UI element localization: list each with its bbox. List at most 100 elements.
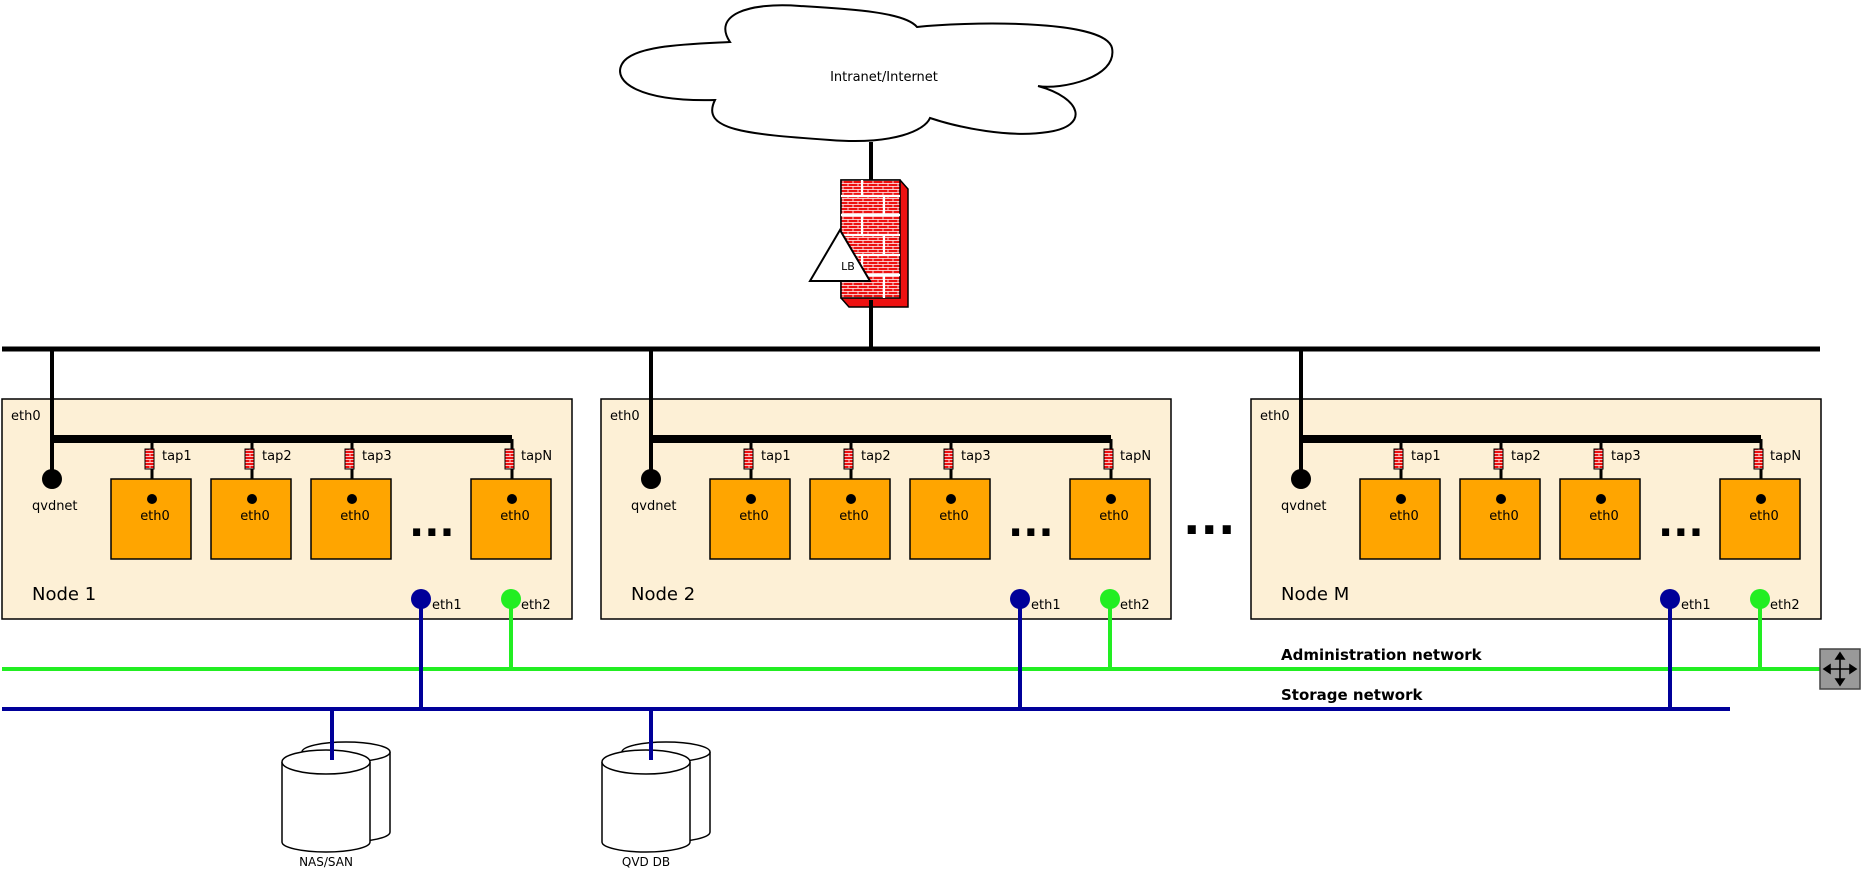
vm-1: tap1 eth0 (110, 439, 192, 560)
vm-n: tapN eth0 (470, 439, 552, 560)
node-1: eth0 qvdnet tap1 eth0 tap2 eth0 tap3 (1, 349, 573, 709)
storage-label: NAS/SAN (299, 855, 353, 869)
vm-box (210, 478, 292, 560)
eth2-port-icon (1100, 589, 1120, 609)
vm-iface-label: eth0 (340, 509, 370, 524)
vm-box (110, 478, 192, 560)
vm-box (709, 478, 791, 560)
triangle-lb-icon: LB (808, 228, 872, 282)
brick-tap-icon (743, 448, 754, 470)
eth2-label: eth2 (1770, 598, 1800, 613)
admin-network-label: Administration network (1281, 646, 1483, 664)
brick-tap-icon (244, 448, 255, 470)
brick-tap-icon (504, 448, 515, 470)
vm-1: tap1 eth0 (1359, 439, 1441, 560)
node-m: eth0 qvdnet tap1 eth0 tap2 eth0 tap3 eth (1250, 349, 1822, 709)
lb-label: LB (841, 260, 855, 273)
vm-iface-label: eth0 (939, 509, 969, 524)
vm-iface-label: eth0 (1099, 509, 1129, 524)
tap-label: tap3 (1611, 449, 1641, 464)
vm-3: tap3 eth0 (310, 439, 392, 560)
vm-box (809, 478, 891, 560)
node-title: Node 1 (32, 584, 96, 605)
node-uplink-label: eth0 (11, 409, 41, 424)
vm-ellipsis: ... (409, 500, 455, 546)
eth1-port-icon (411, 589, 431, 609)
vm-box (1559, 478, 1641, 560)
brick-tap-icon (1103, 448, 1114, 470)
brick-tap-icon (1593, 448, 1604, 470)
tap-label: tap3 (362, 449, 392, 464)
eth2-label: eth2 (1120, 598, 1150, 613)
vm-n: tapN eth0 (1069, 439, 1151, 560)
nodes-ellipsis: ... (1183, 491, 1235, 545)
brick-tap-icon (1753, 448, 1764, 470)
bridge-label: qvdnet (631, 499, 677, 514)
network-switch-icon (1819, 648, 1861, 690)
vm-2: tap2 eth0 (210, 439, 292, 560)
tap-label: tap3 (961, 449, 991, 464)
tap-label: tapN (521, 449, 552, 464)
cloud-label: Intranet/Internet (830, 70, 938, 85)
cylinder-database-icon (601, 741, 711, 853)
tap-label: tap1 (162, 449, 192, 464)
vm-ellipsis: ... (1008, 500, 1054, 546)
node-uplink-label: eth0 (1260, 409, 1290, 424)
vm-3: tap3 eth0 (1559, 439, 1641, 560)
vm-box (909, 478, 991, 560)
tap-label: tap1 (1411, 449, 1441, 464)
tap-label: tapN (1770, 449, 1801, 464)
eth2-label: eth2 (521, 598, 551, 613)
node-title: Node 2 (631, 584, 695, 605)
tap-label: tap2 (1511, 449, 1541, 464)
node-2: eth0 qvdnet tap1 eth0 tap2 eth0 tap3 eth (600, 349, 1172, 709)
cylinder-database-icon (281, 741, 391, 853)
vm-iface-label: eth0 (1389, 509, 1419, 524)
brick-tap-icon (843, 448, 854, 470)
bridge-port-icon (1291, 469, 1311, 489)
tap-label: tapN (1120, 449, 1151, 464)
vm-iface-label: eth0 (739, 509, 769, 524)
node-uplink-label: eth0 (610, 409, 640, 424)
vm-ellipsis: ... (1658, 500, 1704, 546)
vm-box (1719, 478, 1801, 560)
vm-iface-label: eth0 (839, 509, 869, 524)
bridge-label: qvdnet (1281, 499, 1327, 514)
eth1-port-icon (1660, 589, 1680, 609)
tap-label: tap1 (761, 449, 791, 464)
eth1-label: eth1 (1031, 598, 1061, 613)
vm-iface-label: eth0 (1749, 509, 1779, 524)
brick-tap-icon (943, 448, 954, 470)
eth1-port-icon (1010, 589, 1030, 609)
vm-iface-label: eth0 (1489, 509, 1519, 524)
bridge-port-icon (42, 469, 62, 489)
vm-iface-label: eth0 (240, 509, 270, 524)
nas-san-storage: NAS/SAN (281, 709, 391, 869)
eth1-label: eth1 (432, 598, 462, 613)
eth2-port-icon (501, 589, 521, 609)
storage-network-label: Storage network (1281, 686, 1424, 704)
vm-2: tap2 eth0 (1459, 439, 1541, 560)
brick-tap-icon (144, 448, 155, 470)
eth2-port-icon (1750, 589, 1770, 609)
vm-box (1069, 478, 1151, 560)
vm-iface-label: eth0 (500, 509, 530, 524)
vm-box (1359, 478, 1441, 560)
vm-iface-label: eth0 (1589, 509, 1619, 524)
vm-box (1459, 478, 1541, 560)
vm-box (470, 478, 552, 560)
vm-iface-label: eth0 (140, 509, 170, 524)
tap-label: tap2 (861, 449, 891, 464)
vm-3: tap3 eth0 (909, 439, 991, 560)
vm-box (310, 478, 392, 560)
eth1-label: eth1 (1681, 598, 1711, 613)
vm-n: tapN eth0 (1719, 439, 1801, 560)
storage-label: QVD DB (622, 855, 670, 869)
internet-cloud: Intranet/Internet (619, 4, 1114, 142)
vm-2: tap2 eth0 (809, 439, 891, 560)
node-title: Node M (1281, 584, 1349, 605)
firewall-icon (840, 179, 909, 308)
brick-tap-icon (1393, 448, 1404, 470)
vm-1: tap1 eth0 (709, 439, 791, 560)
